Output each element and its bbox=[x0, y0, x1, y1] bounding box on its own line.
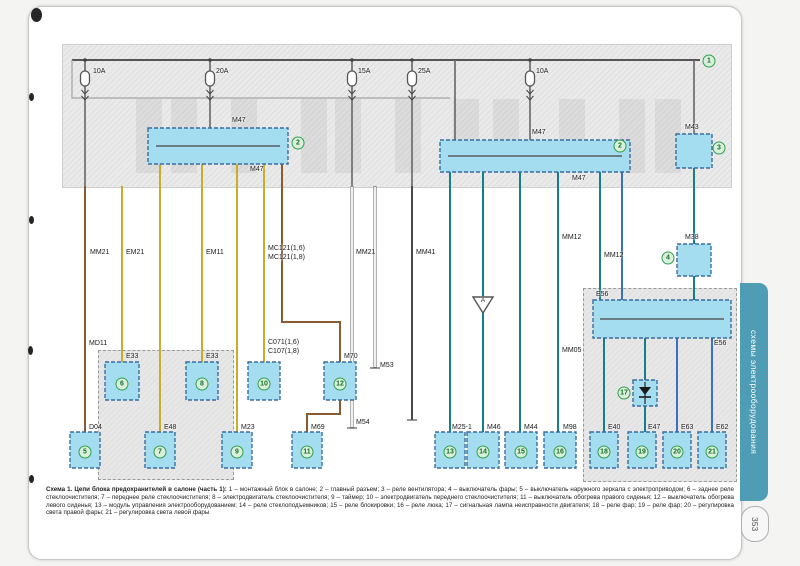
label-e62: E62 bbox=[716, 424, 729, 431]
left-component-group-region bbox=[98, 350, 234, 480]
band-ghost-connector bbox=[619, 99, 645, 173]
band-ghost-connector bbox=[493, 99, 519, 173]
band-ghost-connector bbox=[136, 99, 162, 173]
callout-13: 13 bbox=[443, 445, 457, 459]
label-wire-mm12: MM12 bbox=[604, 252, 624, 259]
label-wire-md11: MD11 bbox=[89, 340, 108, 347]
band-ghost-connector bbox=[453, 99, 479, 173]
label-e48: E48 bbox=[164, 424, 177, 431]
label-c107: C107(1,8) bbox=[268, 348, 300, 355]
band-ghost-connector bbox=[655, 99, 681, 173]
band-ghost-connector bbox=[231, 99, 257, 173]
label-wire-mm21: MM21 bbox=[90, 249, 110, 256]
callout-17: 17 bbox=[617, 386, 631, 400]
callout-1: 1 bbox=[702, 54, 716, 68]
page-number: 353 bbox=[750, 516, 760, 532]
label-m70: M70 bbox=[344, 353, 358, 360]
figure-caption-body: 1 – монтажный блок в салоне; 2 – главный… bbox=[46, 486, 734, 517]
band-ghost-connector bbox=[171, 99, 197, 173]
callout-21: 21 bbox=[705, 445, 719, 459]
label-m69: M69 bbox=[311, 424, 325, 431]
callout-19: 19 bbox=[635, 445, 649, 459]
binding-mark bbox=[29, 216, 34, 224]
page-number-badge: 353 bbox=[741, 506, 769, 542]
label-m53: M53 bbox=[380, 362, 394, 369]
label-e47: E47 bbox=[648, 424, 661, 431]
chapter-side-tab-label: схемы электрооборудования bbox=[749, 329, 759, 455]
label-e56: E56 bbox=[596, 291, 609, 298]
label-m38: M38 bbox=[685, 234, 699, 241]
label-wire-mm05: MM05 bbox=[562, 347, 582, 354]
fuse-rating: 20A bbox=[216, 68, 229, 75]
label-m54: M54 bbox=[356, 419, 370, 426]
label-m98: M98 bbox=[563, 424, 577, 431]
callout-20: 20 bbox=[670, 445, 684, 459]
figure-caption: Схема 1. Цепи блока предохранителей в са… bbox=[46, 486, 734, 517]
fuse-rating: 15A bbox=[358, 68, 371, 75]
binding-mark bbox=[28, 346, 33, 355]
label-e56: E56 bbox=[714, 340, 727, 347]
binding-mark bbox=[31, 8, 42, 22]
callout-2: 2 bbox=[613, 139, 627, 153]
label-m23: M23 bbox=[241, 424, 255, 431]
label-m47: M47 bbox=[532, 129, 546, 136]
callout-9: 9 bbox=[230, 445, 244, 459]
label-m47: M47 bbox=[250, 166, 264, 173]
label-m46: M46 bbox=[487, 424, 501, 431]
label-e33: E33 bbox=[126, 353, 139, 360]
label-wire-mc121: MC121(1,8) bbox=[268, 254, 305, 261]
callout-16: 16 bbox=[553, 445, 567, 459]
chapter-side-tab: схемы электрооборудования bbox=[740, 283, 768, 501]
binding-mark bbox=[29, 93, 34, 101]
label-wire-mc121: MC121(1,6) bbox=[268, 245, 305, 252]
callout-14: 14 bbox=[476, 445, 490, 459]
label-m44: M44 bbox=[524, 424, 538, 431]
band-ghost-connector bbox=[335, 99, 361, 173]
binding-mark bbox=[29, 475, 34, 483]
callout-5: 5 bbox=[78, 445, 92, 459]
figure-caption-title: Схема 1. Цепи блока предохранителей в са… bbox=[46, 486, 227, 493]
callout-2: 2 bbox=[291, 136, 305, 150]
fuse-box-region bbox=[62, 44, 732, 188]
label-wire-em11: EM11 bbox=[206, 249, 224, 256]
label-m47: M47 bbox=[232, 117, 246, 124]
callout-6: 6 bbox=[115, 377, 129, 391]
callout-15: 15 bbox=[514, 445, 528, 459]
label-e33: E33 bbox=[206, 353, 219, 360]
band-ghost-connector bbox=[395, 99, 421, 173]
band-ghost-connector bbox=[559, 99, 585, 173]
callout-4: 4 bbox=[661, 251, 675, 265]
callout-10: 10 bbox=[257, 377, 271, 391]
label-wire-mm21: MM21 bbox=[356, 249, 376, 256]
callout-12: 12 bbox=[333, 377, 347, 391]
fuse-rating: 10A bbox=[93, 68, 106, 75]
label-e40: E40 bbox=[608, 424, 621, 431]
callout-7: 7 bbox=[153, 445, 167, 459]
label-wire-mm12: MM12 bbox=[562, 234, 582, 241]
label-c071: C071(1,6) bbox=[268, 339, 300, 346]
label-sheet-connector-a: A bbox=[480, 298, 486, 304]
callout-11: 11 bbox=[300, 445, 314, 459]
label-wire-mm41: MM41 bbox=[416, 249, 436, 256]
label-d04: D04 bbox=[89, 424, 102, 431]
label-m25-1: M25-1 bbox=[452, 424, 472, 431]
label-m47: M47 bbox=[572, 175, 586, 182]
fuse-rating: 25A bbox=[418, 68, 431, 75]
label-wire-em21: EM21 bbox=[126, 249, 145, 256]
label-m43: M43 bbox=[685, 124, 699, 131]
callout-8: 8 bbox=[195, 377, 209, 391]
band-ghost-connector bbox=[301, 99, 327, 173]
fuse-rating: 10A bbox=[536, 68, 549, 75]
callout-3: 3 bbox=[712, 141, 726, 155]
label-e63: E63 bbox=[681, 424, 694, 431]
callout-18: 18 bbox=[597, 445, 611, 459]
